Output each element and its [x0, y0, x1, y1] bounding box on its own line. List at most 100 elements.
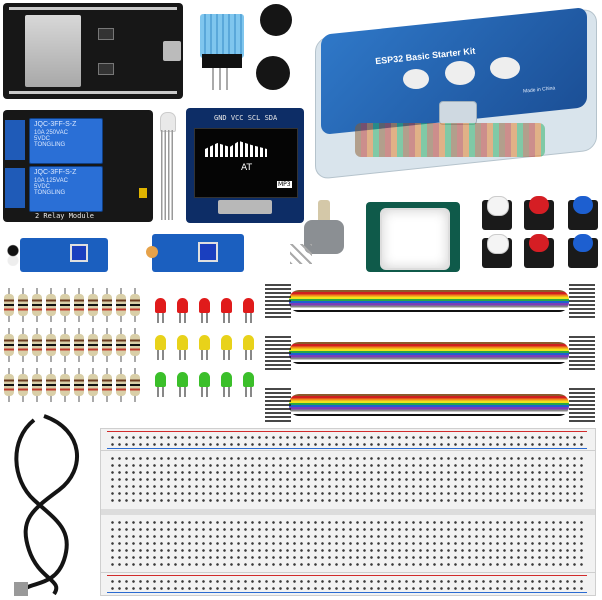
relay-terminal-1: [5, 120, 25, 160]
led: [221, 298, 232, 323]
breadboard-top-rail: [100, 428, 596, 452]
oled-mode-label: MP3: [277, 181, 292, 188]
leds: [155, 298, 265, 408]
button-white-1: [482, 196, 512, 230]
box-contents: [355, 123, 545, 157]
button-red-1: [524, 196, 554, 230]
relay-1: JQC-3FF-S-Z 10A 250VAC 5VDC TONGLING: [29, 118, 103, 164]
potentiometer: [288, 200, 350, 266]
ir-potentiometer: [70, 244, 88, 262]
led: [243, 372, 254, 397]
resistor: [18, 328, 28, 362]
usb-cable-coil: [14, 414, 79, 596]
led: [243, 335, 254, 360]
dht11-pins: [212, 68, 232, 90]
led: [155, 298, 166, 323]
resistor: [130, 328, 140, 362]
resistor: [18, 368, 28, 402]
buzzer: [254, 4, 294, 94]
rail-holes-top: [109, 434, 585, 448]
resistor: [88, 288, 98, 322]
led: [243, 298, 254, 323]
resistor: [116, 288, 126, 322]
push-buttons: [480, 192, 600, 272]
rail-line-blue-bottom: [107, 592, 587, 593]
rail-line-red-bottom: [107, 575, 587, 576]
relay-module-label: 2 Relay Module: [35, 212, 95, 220]
ldr-potentiometer: [198, 242, 218, 262]
esp32-top-pins: [9, 7, 177, 10]
oled-screen-text: AT: [241, 163, 252, 173]
led: [177, 335, 188, 360]
button-cap: [573, 234, 593, 252]
boot-button: [98, 28, 114, 40]
buzzer-bottom: [256, 56, 290, 90]
led: [221, 372, 232, 397]
led: [199, 298, 210, 323]
relay-2: JQC-3FF-S-Z 10A 125VAC 5VDC TONGLING: [29, 166, 103, 212]
resistor: [4, 368, 14, 402]
resistor: [60, 328, 70, 362]
led: [177, 298, 188, 323]
rgb-led-legs: [161, 130, 173, 220]
resistor: [46, 328, 56, 362]
resistor: [32, 288, 42, 322]
dht11-pcb: [202, 54, 242, 68]
oled-screen: AT MP3: [194, 128, 298, 198]
relay-2-brand: TONGLING: [34, 190, 66, 196]
resistor: [32, 328, 42, 362]
usb-cable: [14, 414, 79, 596]
button-red-2: [524, 234, 554, 268]
resistor: [18, 288, 28, 322]
rail-holes-bottom: [109, 578, 585, 592]
oled-display: GND VCC SCL SDA AT MP3: [186, 108, 304, 223]
relay-1-model: JQC-3FF-S-Z: [34, 121, 77, 128]
resistor: [60, 288, 70, 322]
esp32-module-shield: [25, 15, 81, 87]
box-photo-3: [490, 57, 520, 79]
led: [199, 335, 210, 360]
led: [221, 335, 232, 360]
relay-jumper: [139, 188, 147, 198]
breadboard-main: [100, 450, 596, 574]
jumper-bundle-2: [289, 342, 569, 364]
resistor: [74, 368, 84, 402]
resistor: [116, 328, 126, 362]
breadboard: [100, 428, 596, 598]
relay-2-coil: 5VDC: [34, 184, 51, 190]
jumper-wires: [265, 280, 600, 430]
resistor: [130, 368, 140, 402]
usb-port: [163, 41, 181, 61]
relay-2-model: JQC-3FF-S-Z: [34, 169, 77, 176]
box-photo-1: [403, 69, 429, 89]
pir-dome: [380, 208, 450, 270]
button-white-2: [482, 234, 512, 268]
resistor: [102, 368, 112, 402]
pir-sensor: [366, 202, 460, 272]
resistors: [4, 286, 148, 402]
jumper-bundle-3: [289, 394, 569, 416]
resistor: [4, 288, 14, 322]
resistor: [32, 368, 42, 402]
jumper-bundle-1: [289, 290, 569, 312]
relay-1-rating: 10A 250VAC: [34, 130, 68, 136]
led: [177, 372, 188, 397]
breadboard-bottom-rail: [100, 572, 596, 596]
esp32-board: [3, 3, 183, 99]
resistor: [116, 368, 126, 402]
pot-legs: [290, 244, 312, 264]
resistor: [4, 328, 14, 362]
relay-1-coil: 5VDC: [34, 136, 51, 142]
resistor: [46, 368, 56, 402]
oled-ribbon: [218, 200, 272, 214]
resistor: [74, 328, 84, 362]
box-photo-2: [445, 61, 475, 85]
usb-plug: [14, 582, 28, 596]
main-holes-lower: [109, 519, 585, 569]
resistor: [88, 368, 98, 402]
resistor: [46, 288, 56, 322]
button-cap: [529, 196, 549, 214]
box-clip: [439, 101, 477, 125]
resistor: [102, 288, 112, 322]
rail-line-red-top: [107, 431, 587, 432]
